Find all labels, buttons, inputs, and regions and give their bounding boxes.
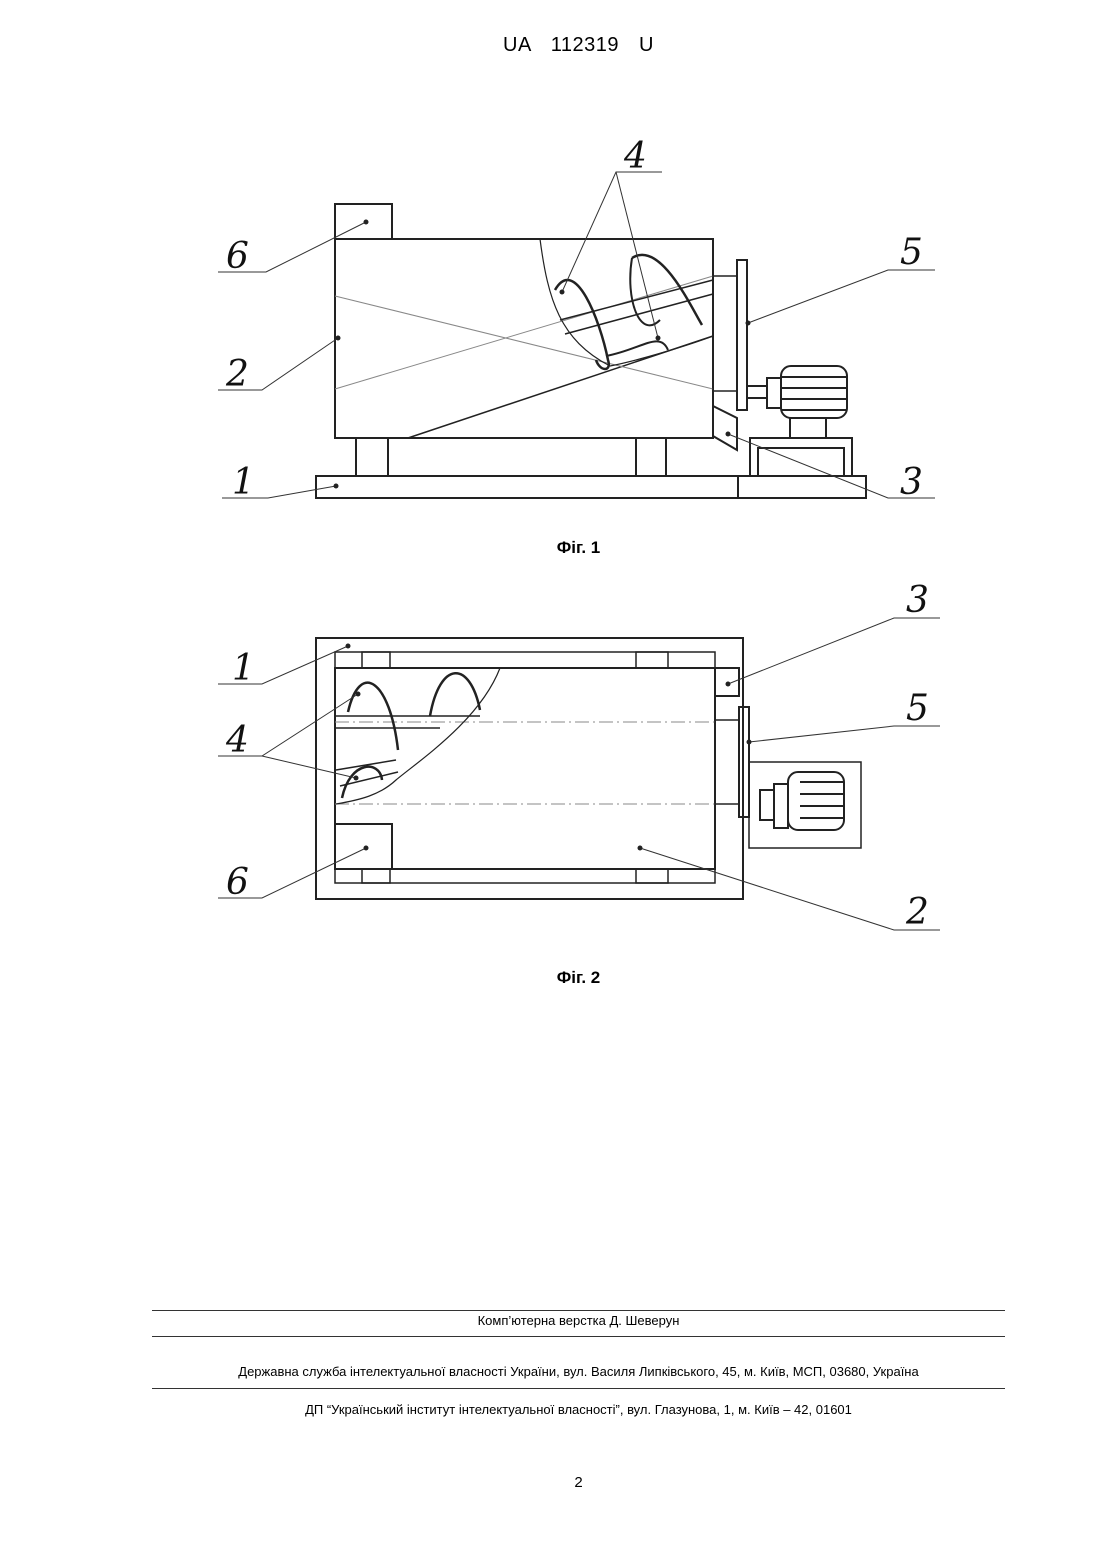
footer-typesetting: Комп’ютерна верстка Д. Шеверун	[0, 1313, 1101, 1328]
fig2-label-4: 4	[225, 720, 249, 761]
footer-agency: Державна служба інтелектуальної власност…	[0, 1364, 1101, 1379]
fig2-label-6: 6	[226, 862, 249, 903]
fig2-label-5: 5	[906, 688, 929, 729]
page-number: 2	[0, 1474, 1101, 1491]
hopper-top	[335, 824, 392, 869]
fig2-label-1: 1	[232, 648, 255, 689]
footer-institute: ДП “Український інститут інтелектуальної…	[0, 1402, 1101, 1417]
base-frame-top	[316, 638, 743, 899]
fig2-label-2: 2	[905, 892, 929, 933]
footer-rule-3	[152, 1388, 1005, 1389]
footer-rule-1	[152, 1310, 1005, 1311]
fig2-label-3: 3	[906, 580, 929, 621]
figure-2-drawing: 1 4 6 3 5 2	[0, 0, 1101, 980]
figure-2-caption: Фіг. 2	[0, 968, 1101, 988]
footer-rule-2	[152, 1336, 1005, 1337]
